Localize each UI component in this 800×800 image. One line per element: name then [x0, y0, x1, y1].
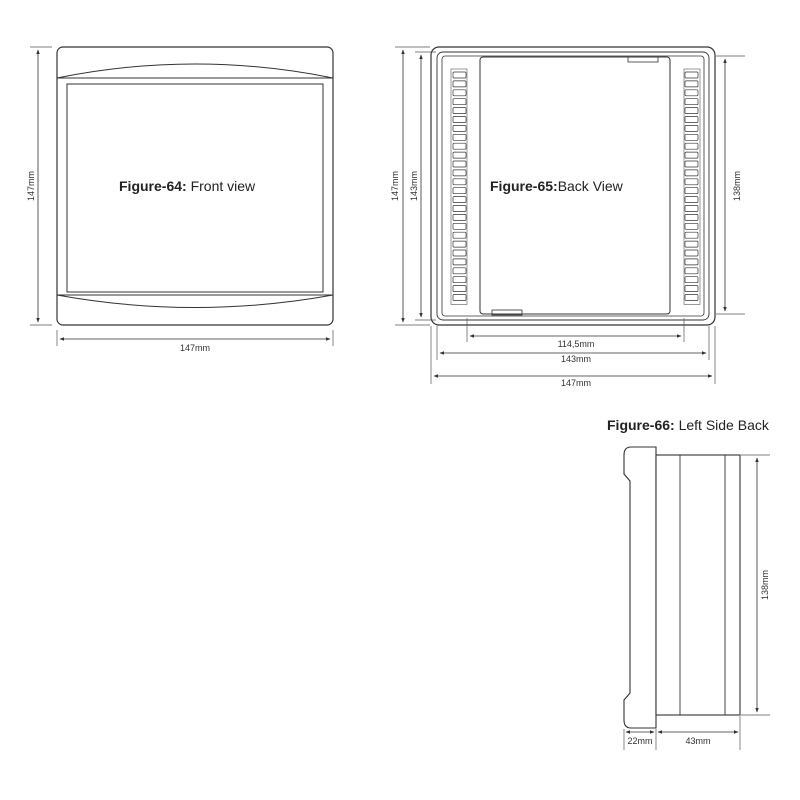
- side-main-body: [655, 454, 741, 716]
- left-terminal: [452, 71, 467, 79]
- back-outer-width-label: 147mm: [561, 378, 591, 388]
- right-terminal-rail: [683, 68, 701, 305]
- right-terminal: [684, 178, 699, 186]
- back-bottom-tab: [491, 309, 523, 316]
- right-terminal: [684, 116, 699, 123]
- right-terminal: [684, 98, 699, 106]
- left-terminal: [452, 205, 467, 212]
- left-terminal: [452, 276, 467, 284]
- right-terminal: [684, 267, 699, 275]
- left-terminal: [452, 160, 467, 168]
- left-terminal: [452, 107, 467, 114]
- right-terminal: [684, 125, 699, 132]
- back-right-height-label: 138mm: [732, 171, 742, 201]
- side-front-depth-label: 22mm: [627, 736, 652, 746]
- front-display-window: [66, 83, 324, 293]
- back-outer-height-label: 147mm: [390, 171, 400, 201]
- right-terminal: [684, 187, 699, 195]
- left-terminal: [452, 178, 467, 186]
- right-terminal: [684, 133, 699, 141]
- right-terminal-strip: [683, 68, 701, 305]
- right-terminal: [684, 196, 699, 203]
- left-terminal-rail: [450, 68, 468, 305]
- right-terminal: [684, 71, 699, 79]
- left-terminal: [452, 294, 467, 301]
- right-terminal: [684, 231, 699, 239]
- right-terminal: [684, 240, 699, 248]
- back-terminal-width-label: 114,5mm: [558, 339, 595, 349]
- back-top-tab: [627, 56, 659, 63]
- right-terminal: [684, 285, 699, 292]
- front-top-ridge: [56, 63, 334, 79]
- right-terminal: [684, 249, 699, 257]
- figure-64-caption: Figure-64: Front view: [119, 178, 256, 194]
- figure-66-caption: Figure-66: Left Side Back: [607, 417, 770, 433]
- left-terminal: [452, 133, 467, 141]
- left-terminal: [452, 98, 467, 106]
- left-terminal: [452, 249, 467, 257]
- back-center-cover: [479, 56, 671, 315]
- left-terminal: [452, 187, 467, 195]
- side-front-bezel: [623, 446, 657, 729]
- back-housing: [441, 55, 705, 317]
- right-terminal: [684, 205, 699, 212]
- left-terminal: [452, 285, 467, 292]
- right-terminal: [684, 89, 699, 97]
- right-terminal: [684, 151, 699, 159]
- back-inner-frame: [436, 51, 710, 321]
- left-terminal: [452, 267, 467, 275]
- right-terminal: [684, 142, 699, 150]
- left-terminal: [452, 89, 467, 97]
- right-terminal: [684, 222, 699, 230]
- left-terminal: [452, 258, 467, 266]
- left-terminal-strip: [450, 68, 468, 305]
- left-terminal: [452, 169, 467, 177]
- left-terminal: [452, 231, 467, 239]
- side-back-depth-label: 43mm: [685, 736, 710, 746]
- back-inner-height-label: 143mm: [409, 171, 419, 201]
- right-terminal: [684, 169, 699, 177]
- right-terminal: [684, 80, 699, 88]
- right-terminal: [684, 276, 699, 284]
- right-terminal: [684, 160, 699, 168]
- side-height-label: 138mm: [760, 570, 770, 600]
- left-terminal: [452, 142, 467, 150]
- left-terminal: [452, 151, 467, 159]
- right-terminal: [684, 214, 699, 221]
- front-height-label: 147mm: [26, 171, 36, 201]
- left-terminal: [452, 80, 467, 88]
- figure-66-left-side-back: Figure-66: Left Side Back 138mm 22mm 43m…: [607, 417, 770, 750]
- front-width-label: 147mm: [180, 343, 210, 353]
- left-terminal: [452, 116, 467, 123]
- back-inner-width-label: 143mm: [561, 354, 591, 364]
- left-terminal: [452, 125, 467, 132]
- right-terminal: [684, 107, 699, 114]
- left-terminal: [452, 214, 467, 221]
- right-terminal: [684, 294, 699, 301]
- figure-65-caption: Figure-65:Back View: [490, 178, 624, 194]
- right-terminal: [684, 258, 699, 266]
- front-bottom-ridge: [56, 294, 334, 308]
- left-terminal: [452, 196, 467, 203]
- left-terminal: [452, 222, 467, 230]
- figure-65-back-view: Figure-65:Back View 147mm 143mm 138mm 11…: [390, 46, 745, 388]
- figure-64-front-view: Figure-64: Front view 147mm 147mm: [26, 46, 334, 353]
- left-terminal: [452, 240, 467, 248]
